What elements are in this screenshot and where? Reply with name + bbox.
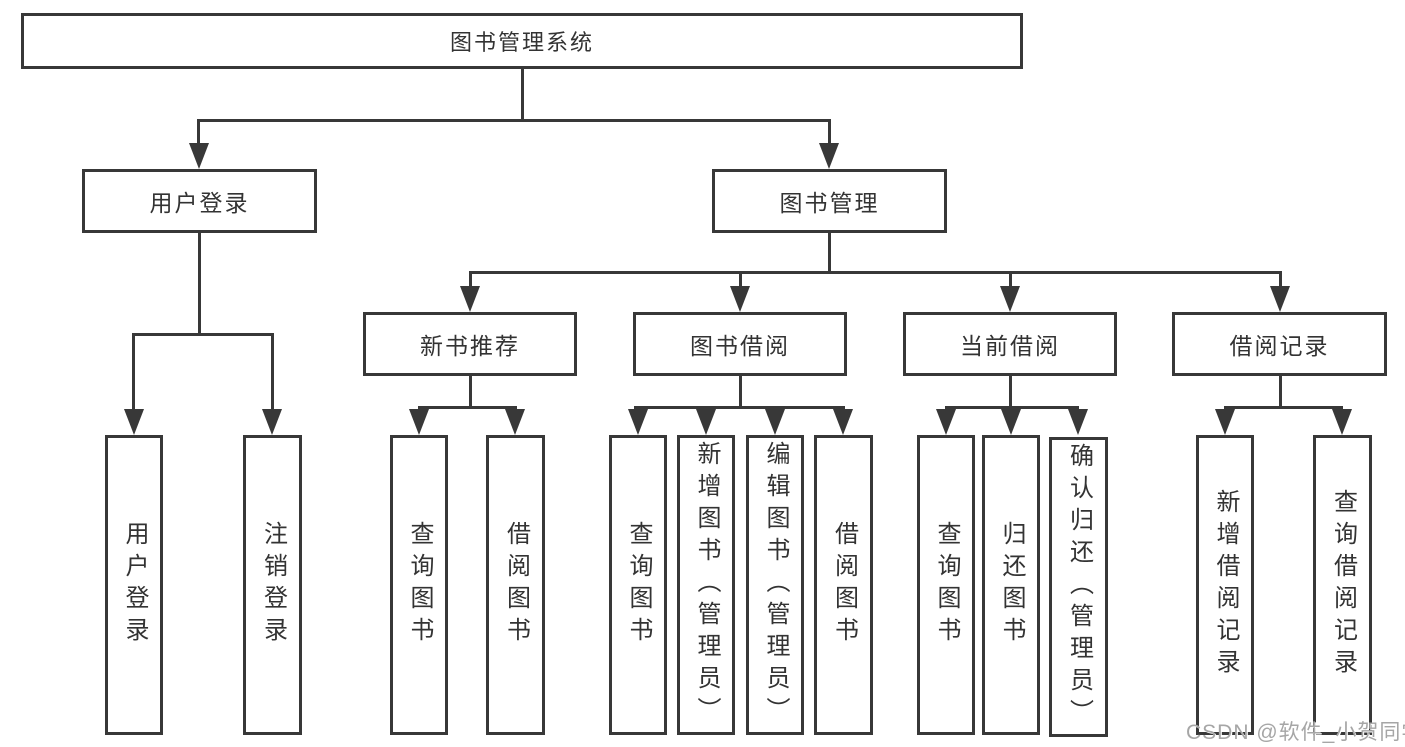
connector-line — [739, 376, 742, 409]
node-borrow-records: 借阅记录 — [1172, 312, 1387, 376]
leaf-label: 借阅图书 — [830, 521, 858, 649]
leaf-edit-books-admin: 编辑图书（管理员） — [746, 435, 804, 735]
leaf-return-books: 归还图书 — [982, 435, 1040, 735]
connector-line — [634, 406, 845, 409]
connector-line — [418, 406, 517, 409]
leaf-label: 新增图书（管理员） — [693, 441, 720, 729]
leaf-add-borrow-record: 新增借阅记录 — [1196, 435, 1254, 735]
node-label: 图书借阅 — [690, 333, 790, 359]
arrow-down-icon — [124, 409, 144, 435]
leaf-query-books-current: 查询图书 — [917, 435, 975, 735]
leaf-label: 借阅图书 — [502, 521, 530, 649]
node-label: 借阅记录 — [1229, 333, 1330, 359]
arrow-down-icon — [628, 409, 648, 435]
leaf-borrow-books: 借阅图书 — [814, 435, 873, 735]
arrow-down-icon — [460, 286, 480, 312]
arrow-down-icon — [1068, 409, 1088, 435]
connector-line — [132, 333, 274, 336]
leaf-label: 用户登录 — [121, 521, 148, 649]
connector-line — [197, 119, 831, 122]
arrow-down-icon — [819, 143, 839, 169]
connector-line — [945, 406, 1079, 409]
leaf-label: 查询图书 — [625, 521, 652, 649]
connector-line — [469, 271, 1281, 274]
connector-line — [828, 233, 831, 273]
node-library-system: 图书管理系统 — [21, 13, 1023, 69]
arrow-down-icon — [409, 409, 429, 435]
leaf-label: 归还图书 — [998, 521, 1025, 649]
connector-line — [739, 271, 742, 288]
arrow-down-icon — [1270, 286, 1290, 312]
connector-line — [469, 376, 472, 409]
arrow-down-icon — [1000, 286, 1020, 312]
leaf-label: 查询图书 — [406, 521, 433, 649]
node-label: 用户登录 — [149, 190, 250, 216]
node-user-login: 用户登录 — [82, 169, 317, 233]
leaf-add-books-admin: 新增图书（管理员） — [677, 435, 735, 735]
node-new-book-recommend: 新书推荐 — [363, 312, 577, 376]
node-label: 图书管理系统 — [449, 30, 594, 55]
connector-line — [1279, 271, 1282, 288]
leaf-confirm-return-admin: 确认归还（管理员） — [1049, 437, 1108, 737]
arrow-down-icon — [1001, 409, 1021, 435]
leaf-user-login: 用户登录 — [105, 435, 163, 735]
leaf-query-borrow-record: 查询借阅记录 — [1313, 435, 1372, 735]
leaf-label: 查询图书 — [933, 521, 960, 649]
arrow-down-icon — [1332, 409, 1352, 435]
arrow-down-icon — [189, 143, 209, 169]
node-label: 图书管理 — [779, 190, 880, 216]
arrow-down-icon — [730, 286, 750, 312]
connector-line — [1279, 376, 1282, 409]
connector-line — [828, 119, 831, 147]
arrow-down-icon — [505, 409, 525, 435]
arrow-down-icon — [765, 409, 785, 435]
arrow-down-icon — [1215, 409, 1235, 435]
leaf-label: 编辑图书（管理员） — [762, 441, 789, 729]
node-book-management: 图书管理 — [712, 169, 947, 233]
node-label: 当前借阅 — [960, 333, 1060, 359]
leaf-label: 确认归还（管理员） — [1065, 443, 1093, 731]
node-book-borrow: 图书借阅 — [633, 312, 847, 376]
leaf-query-books-recommend: 查询图书 — [390, 435, 448, 735]
connector-line — [271, 333, 274, 411]
leaf-borrow-books-recommend: 借阅图书 — [486, 435, 545, 735]
arrow-down-icon — [833, 409, 853, 435]
arrow-down-icon — [936, 409, 956, 435]
connector-line — [1224, 406, 1343, 409]
csdn-watermark: CSDN @软件_小贺同学 — [1186, 721, 1405, 744]
node-label: 新书推荐 — [420, 333, 520, 359]
connector-line — [132, 333, 135, 411]
connector-line — [521, 69, 524, 121]
arrow-down-icon — [262, 409, 282, 435]
leaf-label: 注销登录 — [259, 521, 287, 649]
connector-line — [1009, 271, 1012, 288]
connector-line — [198, 233, 201, 335]
connector-line — [197, 119, 200, 147]
leaf-logout: 注销登录 — [243, 435, 302, 735]
connector-line — [469, 271, 472, 288]
leaf-query-books-borrow: 查询图书 — [609, 435, 667, 735]
node-current-borrow: 当前借阅 — [903, 312, 1117, 376]
arrow-down-icon — [696, 409, 716, 435]
leaf-label: 新增借阅记录 — [1212, 489, 1239, 681]
connector-line — [1009, 376, 1012, 409]
leaf-label: 查询借阅记录 — [1329, 489, 1357, 681]
